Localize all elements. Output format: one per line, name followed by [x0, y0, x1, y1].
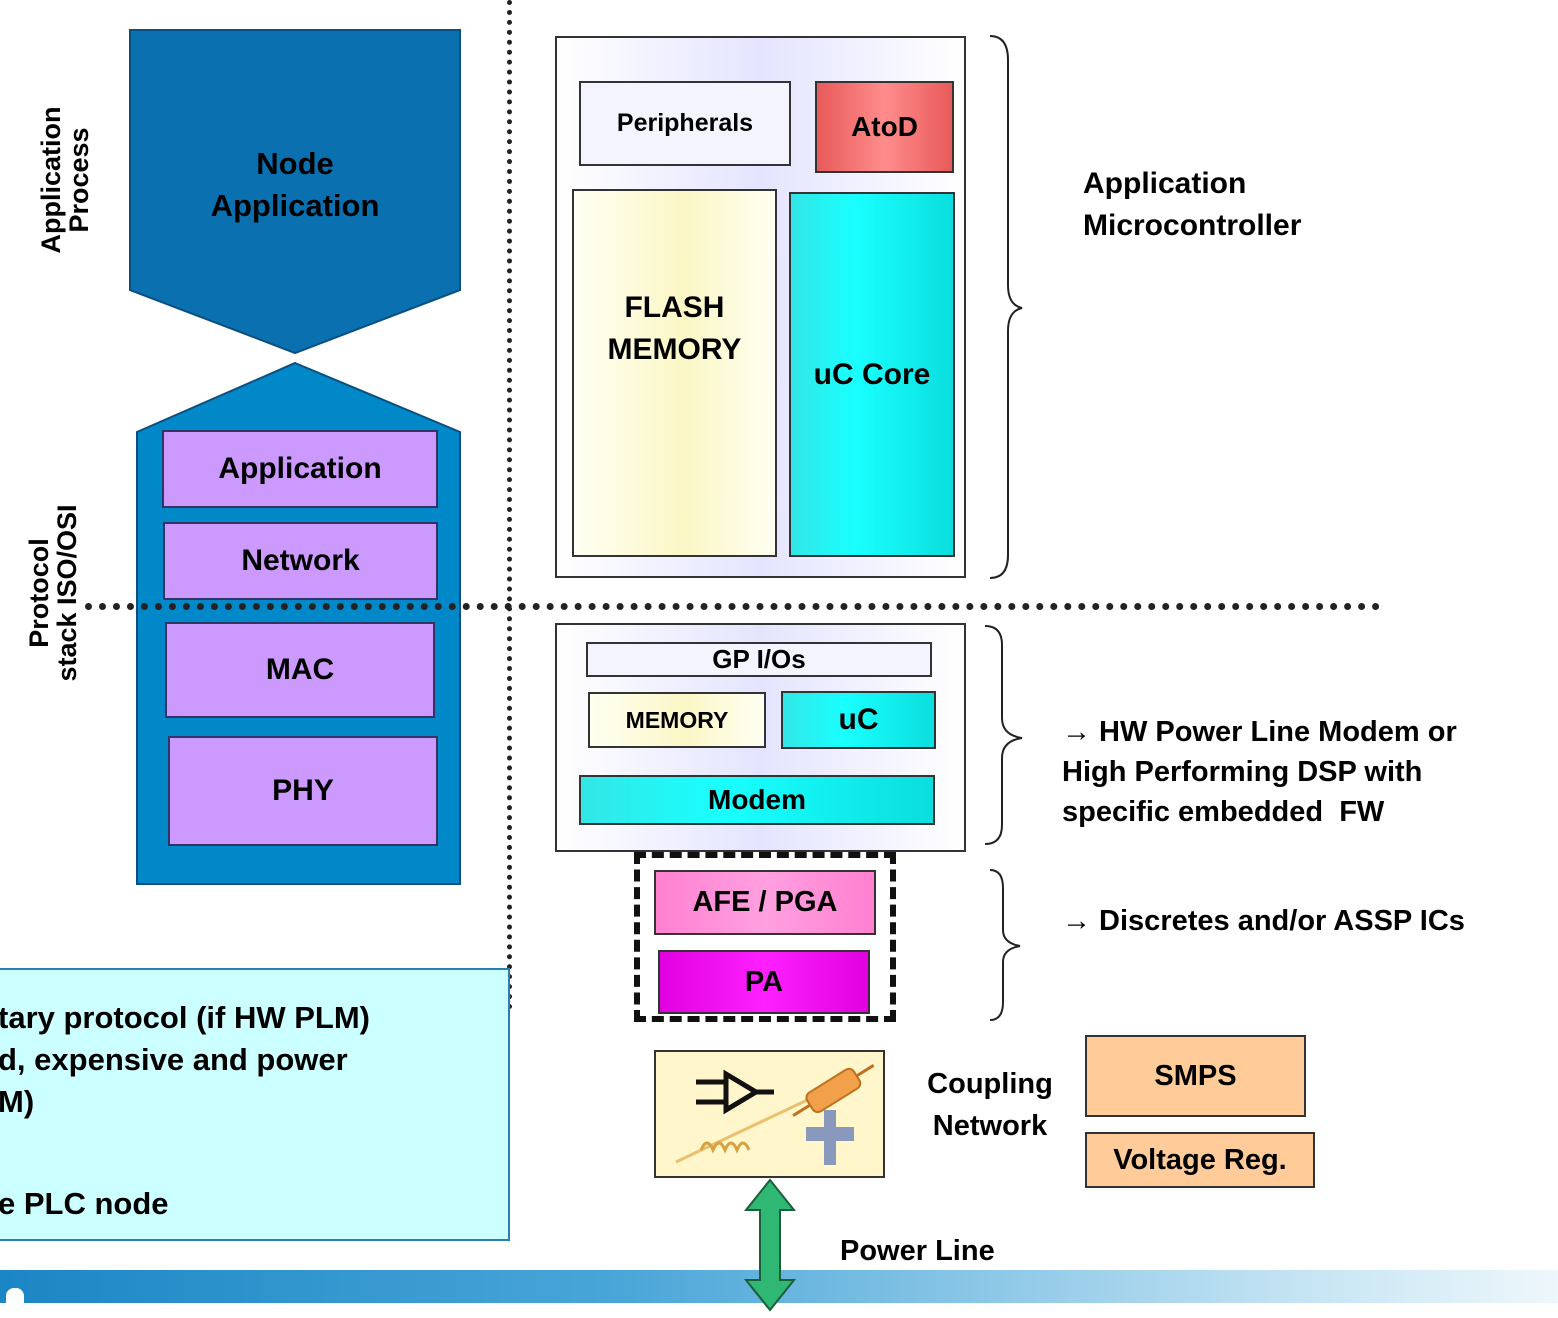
- coupling-network-box: [654, 1050, 885, 1178]
- layer-network: Network: [163, 522, 438, 600]
- afe-pga-box: AFE / PGA: [654, 870, 876, 935]
- node-application-shape: [129, 29, 461, 355]
- microcontroller-label: Application Microcontroller: [1083, 167, 1302, 242]
- brace-analog: [989, 869, 1021, 1021]
- note-line-2: d, expensive and power: [0, 1042, 348, 1077]
- coupling-network-icon: [675, 1064, 875, 1165]
- smps-box: SMPS: [1085, 1035, 1306, 1117]
- uc-box: uC: [781, 691, 936, 749]
- horizontal-separator: [85, 603, 1380, 610]
- note-line-1: tary protocol (if HW PLM): [0, 1000, 370, 1035]
- modem-box: Modem: [579, 775, 935, 825]
- pa-box: PA: [658, 950, 870, 1014]
- atod-box: AtoD: [815, 81, 954, 173]
- coupling-network-label: Coupling Network: [927, 1068, 1053, 1142]
- note-box: tary protocol (if HW PLM) d, expensive a…: [0, 968, 510, 1241]
- voltage-reg-box: Voltage Reg.: [1085, 1132, 1315, 1188]
- power-line-arrow: [743, 1178, 797, 1312]
- vertical-separator: [507, 0, 512, 1010]
- flash-memory-box: FLASH MEMORY: [572, 189, 777, 557]
- brace-modem: [984, 625, 1023, 845]
- brace-microcontroller: [989, 35, 1023, 579]
- note-line-3: M): [0, 1084, 35, 1119]
- analog-description-label: → Discretes and/or ASSP ICs: [1062, 905, 1465, 937]
- uc-core-box: uC Core: [789, 192, 955, 557]
- memory-box: MEMORY: [588, 692, 766, 748]
- note-line-5: e PLC node: [0, 1186, 169, 1221]
- layer-mac: MAC: [165, 622, 435, 718]
- footer-logo-mark: [6, 1288, 24, 1303]
- gpio-box: GP I/Os: [586, 642, 932, 677]
- peripherals-box: Peripherals: [579, 81, 791, 166]
- node-application-label: Node Application: [210, 146, 380, 223]
- modem-description-label: → HW Power Line Modem or High Performing…: [1062, 716, 1457, 828]
- layer-application: Application: [162, 430, 438, 508]
- layer-phy: PHY: [168, 736, 438, 846]
- analog-group: [634, 852, 896, 1022]
- power-line-label: Power Line: [840, 1235, 995, 1267]
